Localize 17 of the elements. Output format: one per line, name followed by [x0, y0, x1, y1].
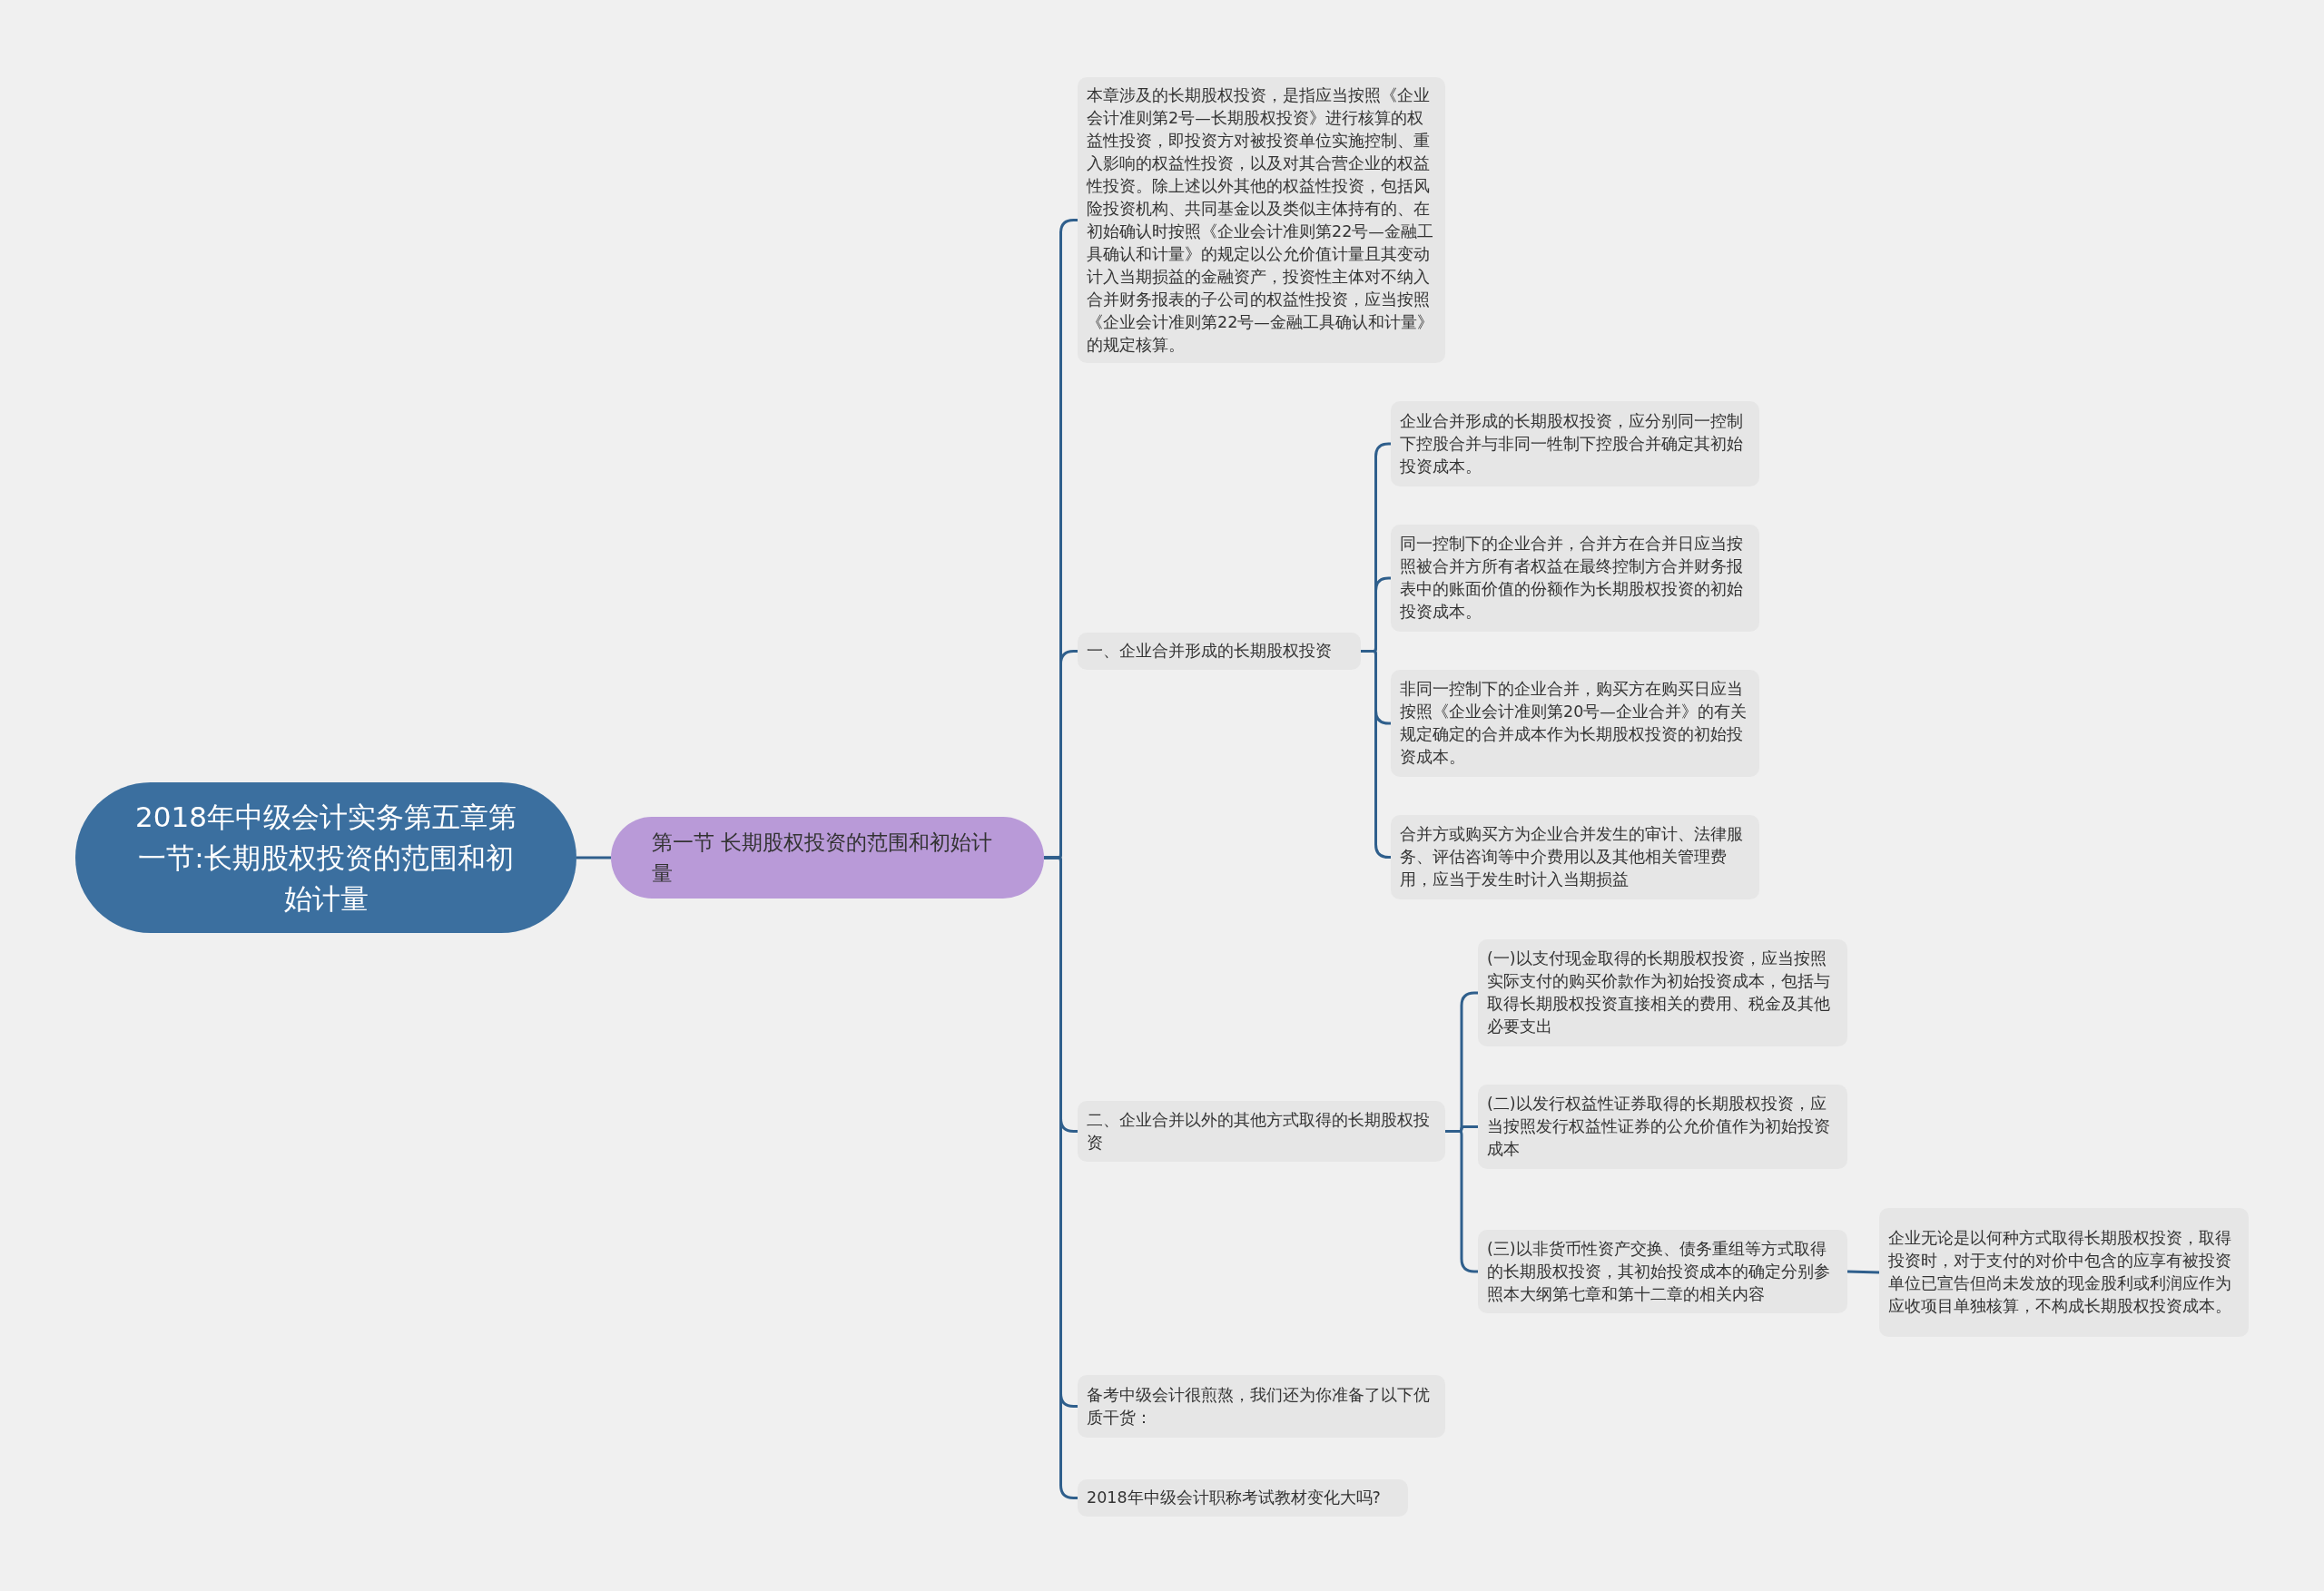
connector-line: [576, 856, 611, 859]
connector-line: [1846, 1270, 1880, 1274]
topic-box: (一)以支付现金取得的长期股权投资，应当按照实际支付的购买价款作为初始投资成本，包括与取得长期股权投资直接相关的费用、税金及其他必要支出: [1478, 939, 1847, 1046]
topic-box: 同一控制下的企业合并，合并方在合并日应当按照被合并方所有者权益在最终控制方合并财务报表中的账面价值的份额作为长期股权投资的初始投资成本。: [1391, 525, 1759, 632]
topic-box: 2018年中级会计职称考试教材变化大吗?: [1078, 1479, 1408, 1517]
topic-box: (二)以发行权益性证券取得的长期股权投资，应当按照发行权益性证券的公允价值作为初始投资成本: [1478, 1085, 1847, 1169]
central-topic: 2018年中级会计实务第五章第一节:长期股权投资的范围和初始计量: [75, 782, 576, 933]
topic-box: 一、企业合并形成的长期股权投资: [1078, 633, 1361, 670]
topic-box: (三)以非货币性资产交换、债务重组等方式取得的长期股权投资，其初始投资成本的确定分别参照本大纲第七章和第十二章的相关内容: [1478, 1230, 1847, 1313]
topic-box: 企业无论是以何种方式取得长期股权投资，取得投资时，对于支付的对价中包含的应享有被投资单位已宣告但尚未发放的现金股利或利润应作为应收项目单独核算，不构成长期股权投资成本。: [1879, 1208, 2249, 1337]
topic-box: 合并方或购买方为企业合并发生的审计、法律服务、评估咨询等中介费用以及其他相关管理费用，应当于发生时计入当期损益: [1391, 815, 1759, 899]
topic-box: 非同一控制下的企业合并，购买方在购买日应当按照《企业会计准则第20号—企业合并》的有关规定确定的合并成本作为长期股权投资的初始投资成本。: [1391, 670, 1759, 777]
topic-pill: 第一节 长期股权投资的范围和初始计量: [611, 817, 1044, 899]
topic-box: 企业合并形成的长期股权投资，应分别同一控制下控股合并与非同一牲制下控股合并确定其初始投资成本。: [1391, 401, 1759, 486]
topic-box: 二、企业合并以外的其他方式取得的长期股权投资: [1078, 1101, 1445, 1162]
topic-box: 备考中级会计很煎熬，我们还为你准备了以下优质干货：: [1078, 1375, 1445, 1438]
topic-box: 本章涉及的长期股权投资，是指应当按照《企业会计准则第2号—长期股权投资》进行核算的权益性投资，即投资方对被投资单位实施控制、重入影响的权益性投资，以及对其合营企业的权益性投资。除上述以外其他的权益性投资，包括风险投资机构、共同基金以及类似主体持有的、在初始确认时按照《企业会计准则第22号—金融工具确认和计量》的规定以公允价值计量且其变动计入当期损益的金融资产，投资性主体对不纳入合并财务报表的子公司的权益性投资，应当按照《企业会计准则第22号—金融工具确认和计量》的规定核算。: [1078, 77, 1445, 363]
